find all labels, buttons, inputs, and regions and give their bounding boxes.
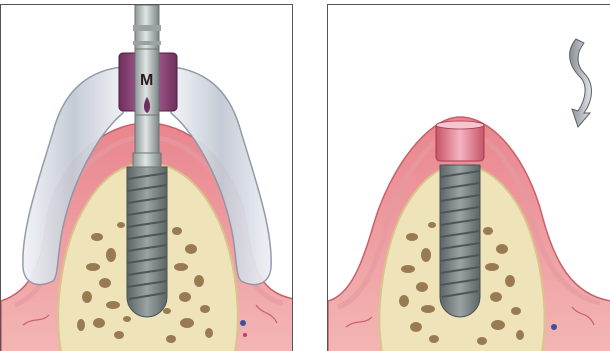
mount-label: M	[140, 72, 153, 89]
right-illustration-svg	[328, 5, 610, 351]
vessel-dot	[551, 324, 557, 330]
left-panel-illustration: M	[0, 4, 293, 351]
left-illustration-svg: M	[1, 5, 293, 351]
rotation-arrow-icon	[570, 39, 592, 127]
vessel-dot	[240, 320, 246, 326]
right-panel-illustration	[327, 4, 610, 351]
